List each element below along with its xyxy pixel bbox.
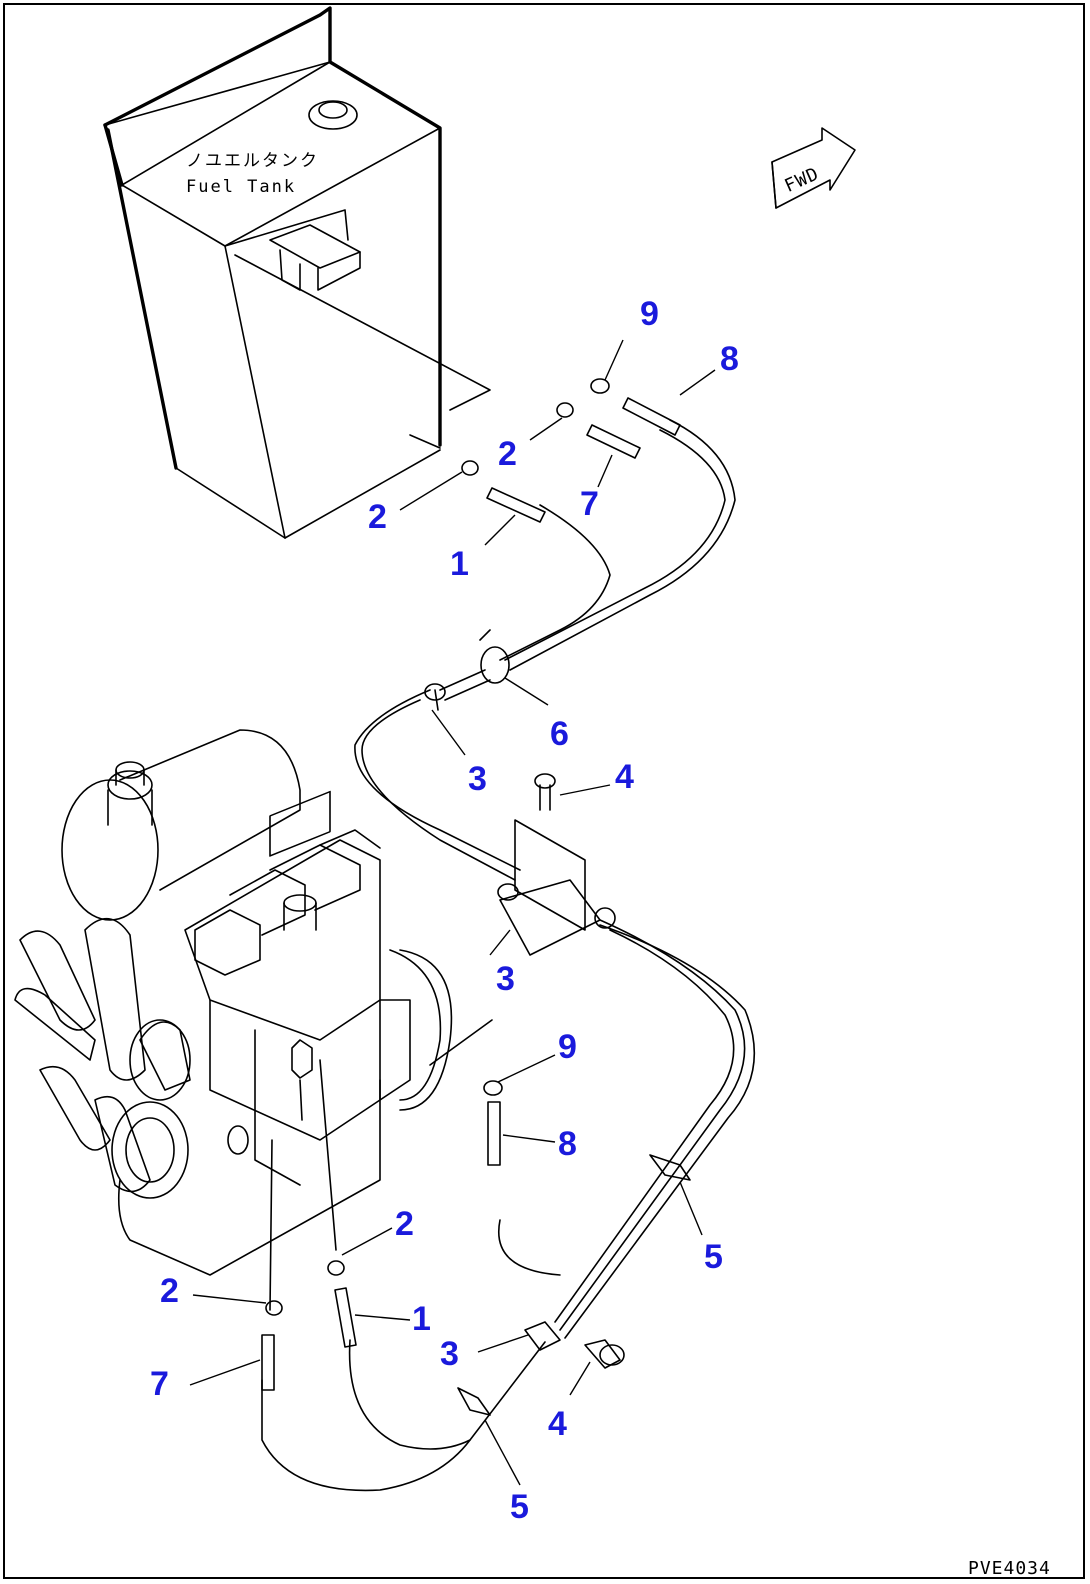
leader-lines (189, 339, 716, 1486)
callout-7: 7 (150, 1365, 169, 1403)
callout-8: 8 (720, 340, 739, 378)
callout-3: 3 (440, 1335, 459, 1373)
drawing-border (3, 3, 1085, 1579)
tank-label-english: Fuel Tank (186, 177, 296, 197)
callout-3: 3 (468, 760, 487, 798)
callout-5: 5 (704, 1238, 723, 1276)
callout-numbers: 9 8 2 7 2 1 6 3 4 3 9 8 2 5 2 1 3 7 4 5 (150, 295, 739, 1526)
callout-1: 1 (412, 1300, 431, 1338)
callout-4: 4 (548, 1405, 567, 1443)
fuel-tank: ノユエルタンク Fuel Tank (103, 6, 491, 539)
fwd-label: FWD (782, 163, 823, 197)
callout-3: 3 (496, 960, 515, 998)
callout-6: 6 (550, 715, 569, 753)
callout-2: 2 (368, 498, 387, 536)
callout-2: 2 (160, 1272, 179, 1310)
engine-assembly (14, 729, 453, 1276)
callout-4: 4 (615, 758, 634, 796)
callout-5: 5 (510, 1488, 529, 1526)
callout-2: 2 (498, 435, 517, 473)
drawing-code: PVE4034 (968, 1558, 1051, 1579)
callout-9: 9 (640, 295, 659, 333)
callout-7: 7 (580, 485, 599, 523)
callout-9: 9 (558, 1028, 577, 1066)
fuel-hoses (261, 378, 756, 1492)
callout-8: 8 (558, 1125, 577, 1163)
callout-1: 1 (450, 545, 469, 583)
forward-direction-arrow: FWD (771, 127, 856, 209)
callout-2: 2 (395, 1205, 414, 1243)
tank-label-japanese: ノユエルタンク (186, 151, 319, 171)
